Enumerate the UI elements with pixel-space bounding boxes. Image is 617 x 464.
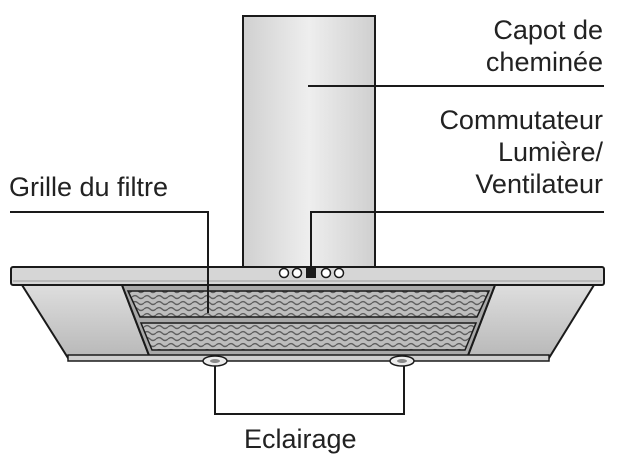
control-knob[interactable] [278, 267, 290, 279]
control-panel [278, 267, 345, 279]
label-switch-line3: Ventilateur [475, 169, 603, 199]
lamp-left [202, 355, 228, 367]
label-chimney-hood-line1: Capot de [493, 15, 603, 45]
label-chimney-hood-line2: cheminée [485, 47, 603, 77]
label-switch-line2: Lumière/ [497, 137, 603, 167]
label-switch-line1: Commutateur [439, 105, 603, 135]
control-knob[interactable] [320, 267, 332, 279]
control-knob[interactable] [291, 267, 303, 279]
filter-grille-lower [139, 322, 478, 351]
leader-lighting [214, 366, 405, 415]
lamp-right [389, 355, 415, 367]
label-chimney-hood: Capot de cheminée [486, 14, 603, 78]
control-knob[interactable] [333, 267, 345, 279]
filter-grille-upper [126, 290, 491, 318]
leader-switch [310, 211, 604, 268]
canopy-bottom-lip [67, 354, 550, 362]
leader-filter [10, 211, 209, 313]
control-button-active[interactable] [306, 267, 316, 278]
label-lighting: Eclairage [244, 424, 357, 454]
chimney [242, 15, 376, 269]
label-switch: Commutateur Lumière/ Ventilateur [439, 104, 603, 200]
label-filter-grille: Grille du filtre [9, 172, 169, 202]
